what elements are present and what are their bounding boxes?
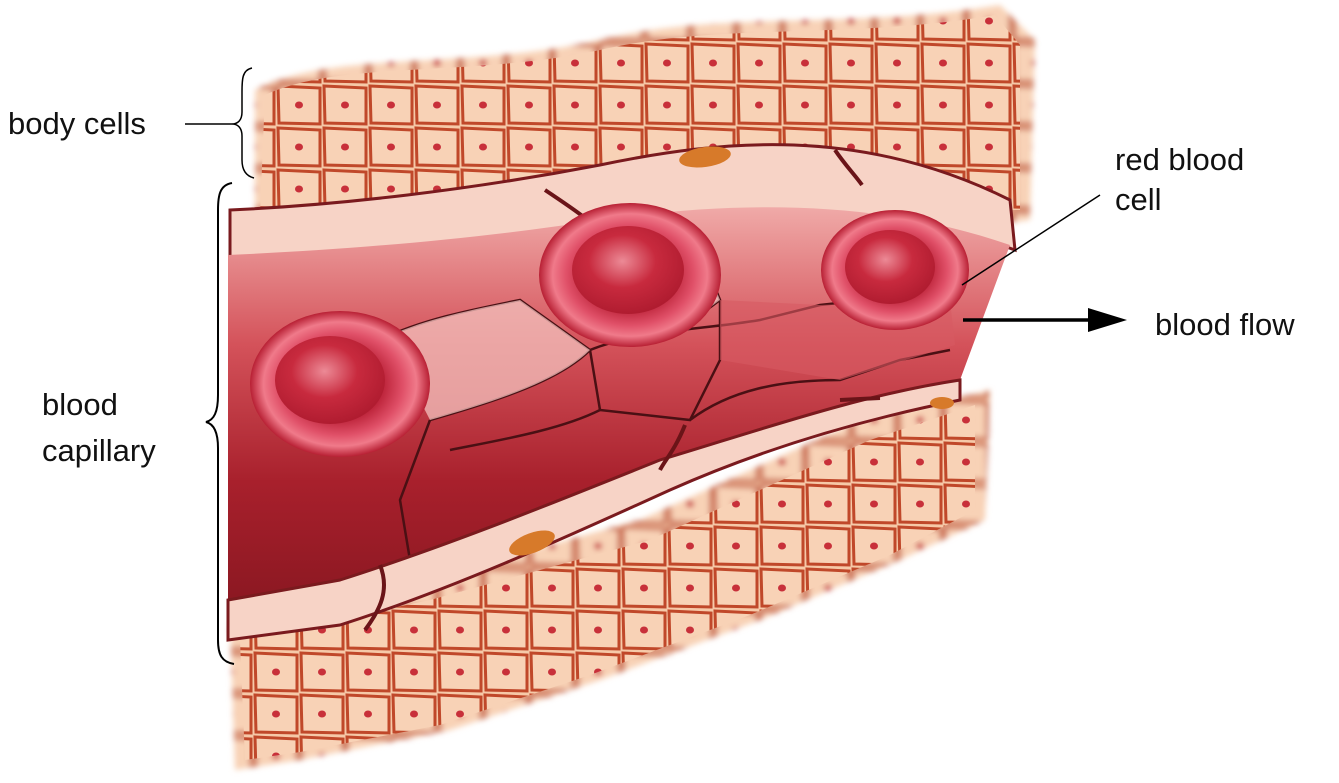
red-blood-cell-left	[250, 311, 430, 457]
blood-capillary-label-line1: blood	[42, 382, 156, 428]
blood-flow-label: blood flow	[1155, 305, 1295, 345]
red-blood-cell-label-line2: cell	[1115, 180, 1244, 220]
blood-capillary-label: blood capillary	[42, 382, 156, 474]
body-cells-brace	[232, 68, 254, 178]
blood-flow-arrowhead	[1088, 308, 1127, 332]
body-cells-label: body cells	[8, 104, 146, 144]
red-blood-cell-label: red blood cell	[1115, 140, 1244, 220]
endothelial-nucleus-right	[930, 397, 954, 409]
red-blood-cell-middle	[539, 203, 721, 347]
red-blood-cell-label-line1: red blood	[1115, 140, 1244, 180]
red-blood-cell-right	[821, 210, 969, 330]
blood-capillary-label-line2: capillary	[42, 428, 156, 474]
